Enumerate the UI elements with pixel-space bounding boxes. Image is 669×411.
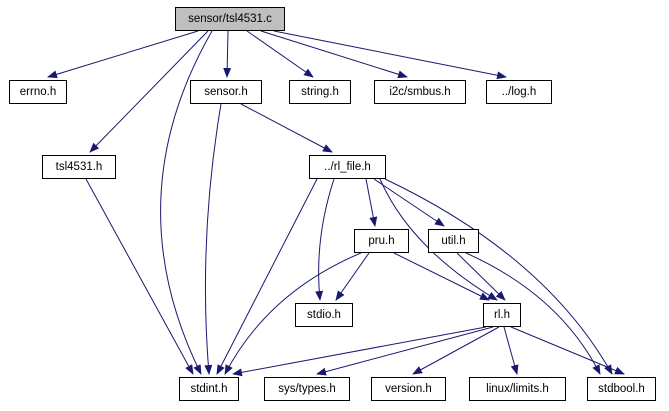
graph-node-pru-h[interactable]: pru.h (354, 229, 409, 253)
graph-node-util-h[interactable]: util.h (428, 229, 479, 253)
edge-sensor-h-to-rl-file-h (240, 103, 333, 153)
edge-pru-h-to-stdio-h (335, 252, 370, 301)
graph-node-sys-types-h[interactable]: sys/types.h (264, 377, 350, 401)
edge-rl-h-to-linux-limits-h (503, 326, 519, 375)
edge-rl-file-h-to-stdio-h (315, 178, 335, 301)
graph-node-string-h[interactable]: string.h (289, 80, 351, 104)
edge-tsl4531-c-to-log-h (273, 30, 507, 80)
edge-rl-h-to-stdbool-h (510, 326, 625, 375)
graph-node-tsl4531-h[interactable]: tsl4531.h (42, 155, 116, 179)
edge-rl-file-h-to-stdint-h (216, 178, 318, 375)
edge-tsl4531-h-to-stdint-h (85, 178, 194, 375)
edge-tsl4531-c-to-errno-h (47, 30, 199, 79)
edge-tsl4531-c-to-tsl4531-h (89, 30, 209, 153)
graph-node-sensor-h[interactable]: sensor.h (190, 80, 262, 104)
graph-node-errno-h[interactable]: errno.h (9, 80, 67, 104)
edge-rl-h-to-version-h (412, 326, 500, 375)
edge-util-h-to-rl-h (456, 252, 506, 301)
graph-node-rl-file-h[interactable]: ../rl_file.h (309, 155, 386, 179)
graph-node-log-h[interactable]: ../log.h (486, 80, 552, 104)
edge-rl-h-to-sys-types-h (316, 326, 494, 376)
graph-node-stdio-h[interactable]: stdio.h (295, 303, 353, 327)
edge-rl-file-h-to-stdbool-h (384, 178, 613, 375)
edge-rl-file-h-to-pru-h (365, 178, 378, 227)
graph-node-linux-limits-h[interactable]: linux/limits.h (469, 377, 566, 401)
graph-node-version-h[interactable]: version.h (371, 377, 446, 401)
graph-node-stdbool-h[interactable]: stdbool.h (587, 377, 656, 401)
graph-node-stdint-h[interactable]: stdint.h (179, 377, 239, 401)
edge-util-h-to-stdbool-h (465, 252, 601, 375)
graph-node-i2c-smbus-h[interactable]: i2c/smbus.h (374, 80, 466, 104)
graph-node-tsl4531-c: sensor/tsl4531.c (175, 7, 285, 31)
edge-rl-h-to-stdint-h (232, 326, 487, 377)
graph-node-rl-h[interactable]: rl.h (483, 303, 521, 327)
edge-tsl4531-c-to-stdint-h (160, 30, 213, 375)
edge-tsl4531-c-to-sensor-h (223, 30, 232, 78)
edge-tsl4531-c-to-i2c-smbus-h (260, 30, 408, 79)
edge-sensor-h-to-stdint-h (204, 103, 222, 375)
edge-rl-file-h-to-util-h (373, 178, 445, 227)
edge-rl-file-h-to-rl-h (379, 178, 498, 301)
edge-pru-h-to-rl-h (393, 252, 490, 301)
edge-pru-h-to-stdint-h (224, 252, 362, 375)
edge-tsl4531-c-to-string-h (246, 30, 314, 78)
